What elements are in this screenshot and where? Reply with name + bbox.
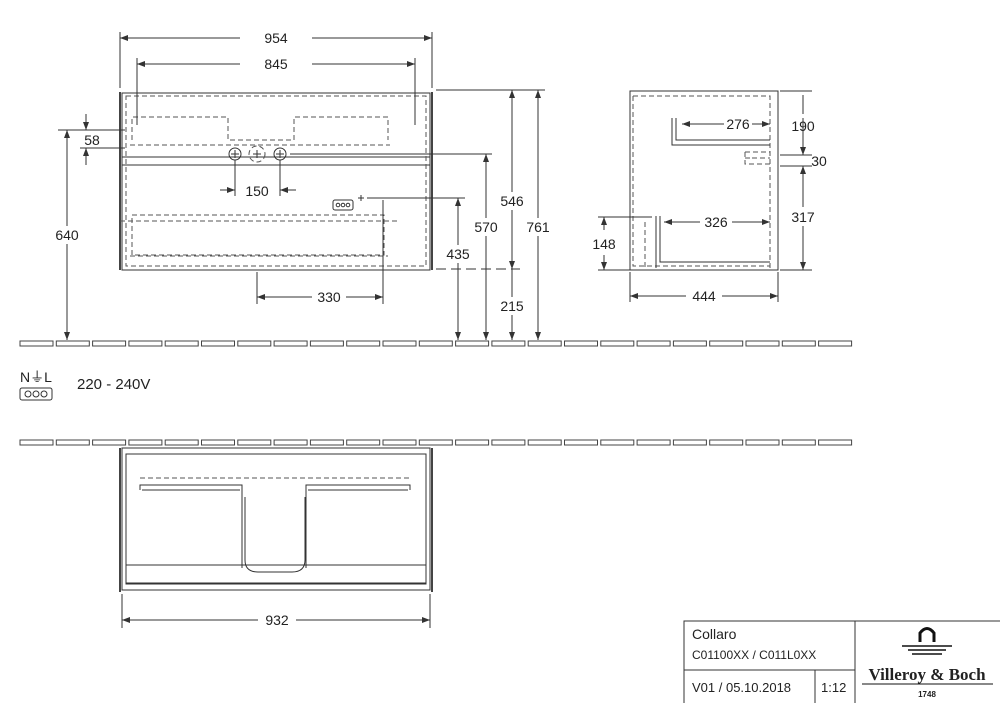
floor-tile [55,439,90,446]
dim-954: 954 [264,30,288,46]
floor-tile [382,439,417,446]
floor-tile [455,439,490,446]
dim-330: 330 [317,289,341,305]
floor-tile [418,439,453,446]
floor-tile [564,340,598,347]
floor-tile [309,439,344,446]
floor-tile [55,340,90,347]
dim-58: 58 [84,132,100,148]
version-date: V01 / 05.10.2018 [692,680,791,695]
floor-tile [92,439,127,446]
floor-tile [455,340,490,347]
top-view: 932 [119,447,433,628]
brand-year: 1748 [918,690,936,699]
floor-tile [600,340,635,347]
floor-tile [636,439,671,446]
dim-444: 444 [692,288,716,304]
voltage-label: 220 - 240V [77,376,150,393]
floor-tile [418,340,453,347]
dim-932: 932 [265,612,289,628]
floor-tile [346,439,381,446]
title-block: Collaro C01100XX / C011L0XX V01 / 05.10.… [683,620,1000,703]
dim-150: 150 [245,183,269,199]
scale: 1:12 [821,680,846,695]
floor-tile [491,340,526,347]
floor-tile [600,439,635,446]
dim-276: 276 [726,116,750,132]
floor-tile [781,340,816,347]
dim-845: 845 [264,56,288,72]
dim-435: 435 [446,246,470,262]
floor-tile [19,439,54,446]
drain-icons [228,145,287,163]
floor-tile [382,340,417,347]
dim-215: 215 [500,298,524,314]
floor-tile [527,439,562,446]
floor-tile [237,439,272,446]
floor-tile [237,340,272,347]
floor-tile [781,439,816,446]
floor-tile [128,439,163,446]
floor-line-top [19,439,853,446]
floor-tile [527,340,562,347]
floor-tile [164,439,199,446]
dim-546: 546 [500,193,524,209]
dim-190: 190 [791,118,815,134]
product-codes: C01100XX / C011L0XX [692,648,816,662]
floor-tile [309,340,344,347]
floor-tile [564,439,598,446]
floor-tile [818,340,853,347]
floor-tile [709,439,744,446]
floor-tile [346,340,381,347]
floor-tile [201,340,235,347]
floor-tile [164,340,199,347]
floor-tile [491,439,526,446]
floor-tile [709,340,744,347]
floor-tile [745,340,780,347]
floor-line-front [19,340,853,347]
dim-317: 317 [791,209,815,225]
floor-tile [273,340,308,347]
floor-tile [273,439,308,446]
brand-name: Villeroy & Boch [868,665,986,684]
floor-tile [636,340,671,347]
dim-761: 761 [526,219,550,235]
dim-148: 148 [592,236,616,252]
floor-tile [19,340,54,347]
floor-tile [818,439,853,446]
brand-logo-icon [902,627,952,655]
floor-tile [128,340,163,347]
side-view: 276 326 190 30 317 148 444 [592,90,827,304]
floor-tile [672,439,707,446]
floor-tile [672,340,707,347]
product-name: Collaro [692,626,737,642]
electrical-symbol: N⏚L 220 - 240V [19,369,150,401]
dim-640: 640 [55,227,79,243]
dim-30: 30 [811,153,827,169]
dim-326: 326 [704,214,728,230]
floor-tile [745,439,780,446]
front-view: 954 845 58 640 150 330 435 570 [52,30,553,340]
nl-label: N⏚L [20,369,52,385]
floor-tile [92,340,127,347]
dim-570: 570 [474,219,498,235]
socket-icon [332,199,354,211]
floor-tile [201,439,235,446]
